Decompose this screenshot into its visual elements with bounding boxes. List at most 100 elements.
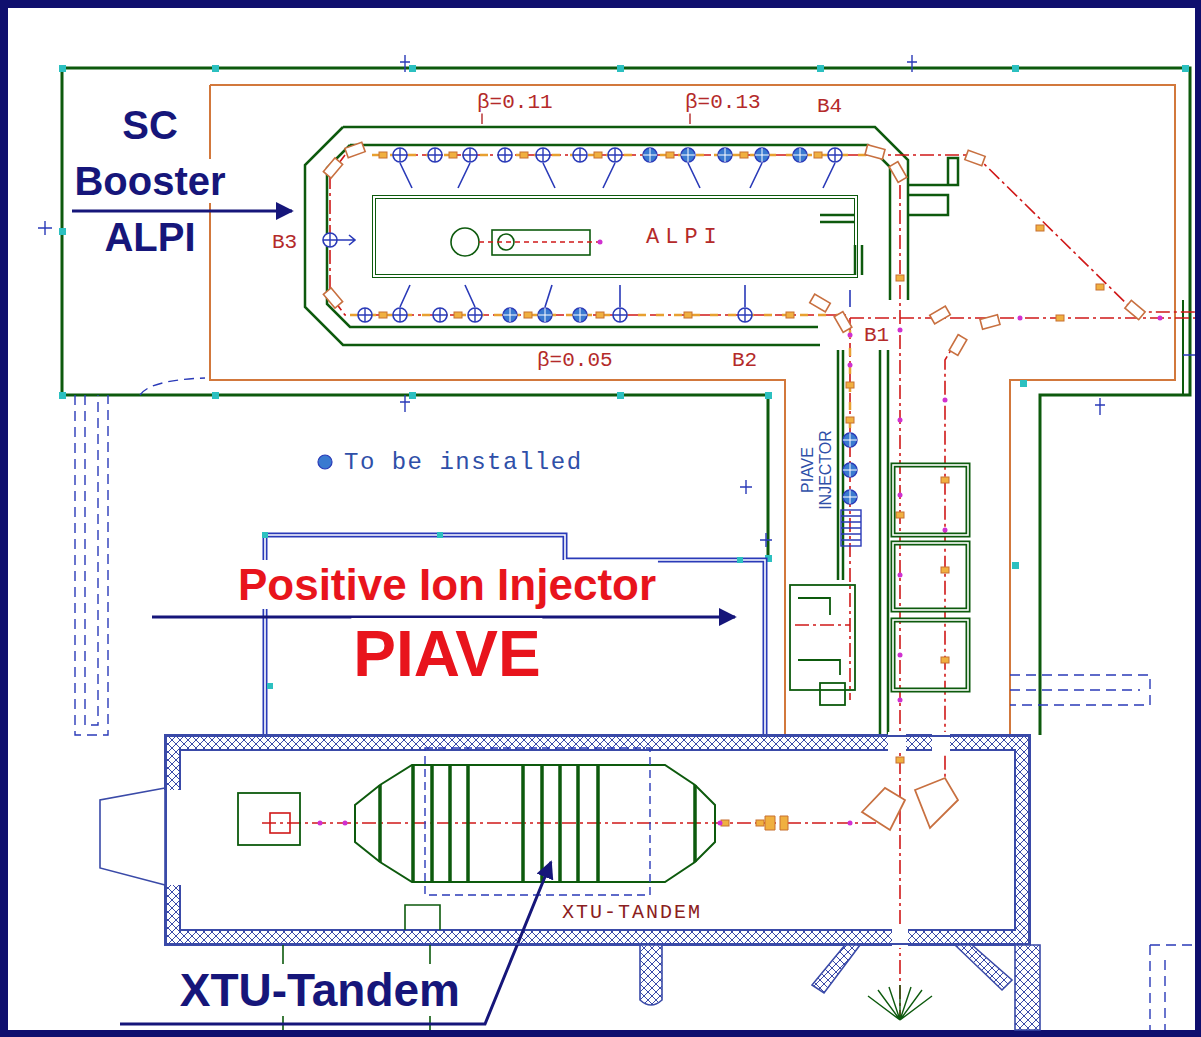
cryostat [323, 148, 857, 504]
label-holder: B4 [815, 95, 844, 118]
quadrupole [941, 477, 949, 483]
beta-label: β=0.13 [683, 91, 763, 114]
callout-title: PIAVE [351, 618, 542, 690]
alpi-ring-wall [305, 127, 958, 735]
dashed-outline [85, 395, 98, 725]
machine-label: XTU-TANDEM [560, 901, 704, 924]
label-holder: B1 [862, 324, 891, 347]
magnet-label: B4 [815, 95, 844, 118]
analysing-magnet [862, 788, 905, 830]
ion-source-box [270, 813, 290, 833]
service-room [893, 543, 968, 610]
piave-equipment [841, 510, 861, 546]
beam-diagnostic [598, 240, 603, 245]
beam-fan [868, 985, 932, 1020]
cryostat [738, 308, 752, 322]
quadrupole [454, 312, 462, 318]
dashed-outline [1150, 945, 1192, 1030]
label-holder: To be installed [342, 449, 585, 476]
alpi-room-box: ALPI [372, 195, 858, 278]
label-holder: β=0.05 [535, 349, 615, 372]
wall-column [617, 392, 624, 399]
cryostat [843, 490, 857, 504]
cryostat [718, 148, 732, 162]
beam-diagnostic [318, 821, 323, 826]
wall-opening [158, 732, 950, 948]
leader-arrow [72, 211, 735, 1024]
quadrupole [596, 312, 604, 318]
label-holder: B2 [730, 349, 759, 372]
beam-line [795, 624, 850, 626]
magnet-label: B3 [270, 231, 299, 254]
cryostat [323, 233, 337, 247]
beam-diagnostic [898, 698, 903, 703]
service-room [893, 543, 968, 610]
building-wall [62, 68, 1190, 735]
quadrupole [1056, 315, 1064, 321]
bending-magnet [323, 158, 342, 178]
cryostat [393, 308, 407, 322]
callout-title: XTU-Tandem [178, 964, 462, 1016]
equipment-drawing [451, 228, 600, 256]
piave-equipment [841, 510, 861, 546]
alpi-ring-wall [305, 127, 908, 345]
wall-column [1182, 65, 1189, 72]
alpi-ring-wall [327, 145, 890, 327]
cryostat [538, 308, 552, 322]
bending-magnet [834, 312, 852, 333]
cryostat [433, 308, 447, 322]
bending-magnet [345, 142, 365, 158]
bending-magnet [889, 162, 907, 183]
wall-opening [158, 790, 186, 885]
equipment-drawing [479, 241, 600, 243]
bending-magnet [930, 306, 951, 324]
dashed-outline [75, 395, 108, 735]
cryostat [573, 308, 587, 322]
quadrupole [524, 312, 532, 318]
bending-magnet [810, 294, 831, 312]
beam-diagnostic [1018, 316, 1023, 321]
analysing-magnet [915, 778, 958, 828]
wall-column [437, 532, 443, 538]
quadrupole [594, 152, 602, 158]
beam-diagnostic [898, 493, 903, 498]
beam-line [899, 185, 901, 1020]
wall-column [267, 683, 273, 689]
cryostat [843, 433, 857, 447]
ion-source-box [238, 793, 300, 845]
label-holder: B3 [270, 231, 299, 254]
callout-title: SC Booster ALPI [72, 103, 227, 259]
service-room [893, 465, 968, 535]
tandem-hall-box: XTU-TANDEM [165, 735, 1030, 945]
magnet-label: B1 [862, 324, 891, 347]
beam-line [849, 318, 851, 700]
wall-column [212, 392, 219, 399]
beam-line [870, 155, 1195, 312]
tandem-ring [380, 765, 695, 882]
wall-column [59, 65, 1189, 569]
quadrupole [786, 312, 794, 318]
building-wall [62, 68, 1190, 735]
quadrupole [379, 152, 387, 158]
label-holder: PIAVE INJECTOR [799, 423, 834, 518]
piave-equipment [841, 516, 861, 540]
quadrupole [520, 152, 528, 158]
alpi-ring-wall [908, 158, 958, 215]
service-room [893, 465, 968, 535]
survey-tick [38, 55, 1195, 547]
beam-diagnostic [318, 240, 1163, 826]
cryostat [681, 148, 695, 162]
quadrupole [896, 275, 904, 281]
beam-line [330, 155, 850, 315]
small-magnet [765, 816, 788, 830]
wall-column [1012, 65, 1019, 72]
wall-column [212, 65, 219, 72]
wall-column [409, 392, 416, 399]
cryostat [428, 148, 442, 162]
ion-source [790, 585, 855, 705]
quadrupole [756, 820, 764, 826]
beam-diagnostic [943, 398, 948, 403]
cryostat [503, 308, 517, 322]
